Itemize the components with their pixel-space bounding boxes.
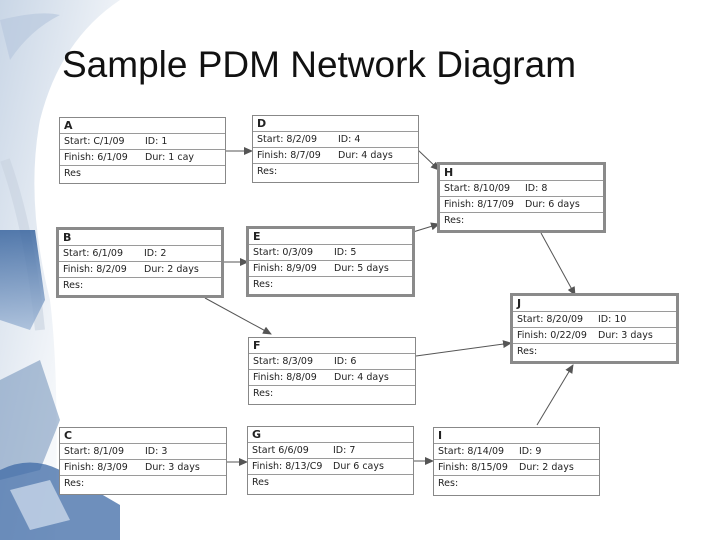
node-finish: Finish: 8/17/09 bbox=[444, 199, 514, 210]
node-resources: Res: bbox=[253, 388, 274, 399]
node-f: F Start: 8/3/09 ID: 6 Finish: 8/8/09 Dur: … bbox=[248, 337, 416, 405]
arrow-d-to-h bbox=[417, 149, 440, 171]
node-name: F bbox=[249, 338, 415, 354]
node-a: A Start: C/1/09 ID: 1 Finish: 6/1/09 Dur: … bbox=[59, 117, 226, 184]
node-resources: Res bbox=[252, 477, 269, 488]
node-resources: Res: bbox=[63, 280, 84, 291]
node-finish: Finish: 0/22/09 bbox=[517, 330, 587, 341]
node-name: C bbox=[60, 428, 226, 444]
node-start: Start: 8/10/09 bbox=[444, 183, 511, 194]
arrow-i-to-j bbox=[536, 364, 574, 426]
node-c: C Start: 8/1/09 ID: 3 Finish: 8/3/09 Dur: … bbox=[59, 427, 227, 495]
node-id: ID: 7 bbox=[333, 445, 356, 456]
node-name: H bbox=[440, 165, 603, 181]
page-title: Sample PDM Network Diagram bbox=[62, 44, 577, 85]
node-finish: Finish: 8/13/C9 bbox=[252, 461, 323, 472]
node-j: J Start: 8/20/09 ID: 10 Finish: 0/22/09 Du… bbox=[510, 293, 679, 364]
node-duration: Dur: 6 days bbox=[525, 199, 580, 210]
node-resources: Res: bbox=[444, 215, 465, 226]
node-start: Start: 8/1/09 bbox=[64, 446, 125, 457]
node-resources: Res: bbox=[64, 478, 85, 489]
node-duration: Dur: 5 days bbox=[334, 263, 389, 274]
node-id: ID: 3 bbox=[145, 446, 168, 457]
node-name: D bbox=[253, 116, 418, 132]
node-id: ID: 2 bbox=[144, 248, 167, 259]
node-duration: Dur: 1 cay bbox=[145, 152, 195, 163]
node-start: Start: 8/20/09 bbox=[517, 314, 584, 325]
node-name: J bbox=[513, 296, 676, 312]
node-resources: Res: bbox=[253, 279, 274, 290]
node-b: B Start: 6/1/09 ID: 2 Finish: 8/2/09 Dur: … bbox=[56, 227, 224, 298]
node-finish: Finish: 8/15/09 bbox=[438, 462, 508, 473]
node-id: ID: 4 bbox=[338, 134, 361, 145]
node-finish: Finish: 8/3/09 bbox=[64, 462, 128, 473]
node-start: Start: 8/3/09 bbox=[253, 356, 314, 367]
node-finish: Finish: 8/7/09 bbox=[257, 150, 321, 161]
node-start: Start: 8/2/09 bbox=[257, 134, 318, 145]
node-d: D Start: 8/2/09 ID: 4 Finish: 8/7/09 Dur: … bbox=[252, 115, 419, 183]
node-name: B bbox=[59, 230, 221, 246]
node-e: E Start: 0/3/09 ID: 5 Finish: 8/9/09 Dur: … bbox=[246, 226, 415, 297]
node-id: ID: 8 bbox=[525, 183, 548, 194]
arrow-f-to-j bbox=[415, 340, 512, 357]
node-duration: Dur: 4 days bbox=[334, 372, 389, 383]
node-id: ID: 6 bbox=[334, 356, 357, 367]
node-resources: Res: bbox=[257, 166, 278, 177]
node-start: Start: C/1/09 bbox=[64, 136, 125, 147]
node-i: I Start: 8/14/09 ID: 9 Finish: 8/15/09 Dur… bbox=[433, 427, 600, 496]
node-resources: Res: bbox=[438, 478, 459, 489]
arrow-b-to-f bbox=[204, 297, 272, 335]
node-finish: Finish: 8/8/09 bbox=[253, 372, 317, 383]
node-start: Start: 6/1/09 bbox=[63, 248, 124, 259]
node-duration: Dur 6 cays bbox=[333, 461, 384, 472]
node-name: E bbox=[249, 229, 412, 245]
arrow-h-to-j bbox=[540, 232, 576, 296]
node-id: ID: 9 bbox=[519, 446, 542, 457]
node-resources: Res bbox=[64, 168, 81, 179]
node-resources: Res: bbox=[517, 346, 538, 357]
node-duration: Dur: 2 days bbox=[144, 264, 199, 275]
node-h: H Start: 8/10/09 ID: 8 Finish: 8/17/09 Dur… bbox=[437, 162, 606, 233]
node-id: ID: 1 bbox=[145, 136, 168, 147]
node-start: Start: 8/14/09 bbox=[438, 446, 505, 457]
node-g: G Start 6/6/09 ID: 7 Finish: 8/13/C9 Dur 6… bbox=[247, 426, 414, 495]
node-finish: Finish: 6/1/09 bbox=[64, 152, 128, 163]
node-name: A bbox=[60, 118, 225, 134]
node-id: ID: 10 bbox=[598, 314, 627, 325]
node-duration: Dur: 3 days bbox=[598, 330, 653, 341]
node-finish: Finish: 8/2/09 bbox=[63, 264, 127, 275]
node-id: ID: 5 bbox=[334, 247, 357, 258]
node-name: I bbox=[434, 428, 599, 444]
node-duration: Dur: 3 days bbox=[145, 462, 200, 473]
node-name: G bbox=[248, 427, 413, 443]
node-duration: Dur: 2 days bbox=[519, 462, 574, 473]
node-duration: Dur: 4 days bbox=[338, 150, 393, 161]
arrow-e-to-h bbox=[412, 222, 440, 233]
node-start: Start 6/6/09 bbox=[252, 445, 309, 456]
node-finish: Finish: 8/9/09 bbox=[253, 263, 317, 274]
node-start: Start: 0/3/09 bbox=[253, 247, 314, 258]
